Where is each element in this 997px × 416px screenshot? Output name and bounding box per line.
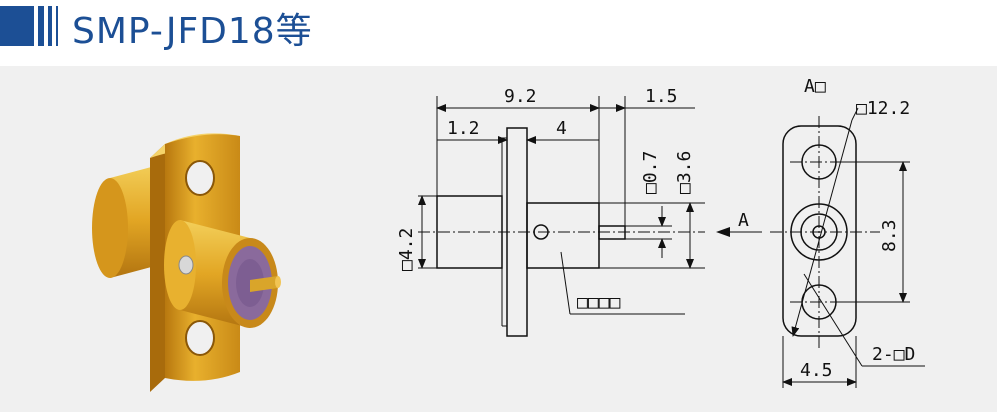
flange-view: A□ □12.2 8.3 4 <box>770 76 925 388</box>
dim-flange-height: 8.3 <box>879 219 900 252</box>
header: SMP-JFD18等 <box>0 0 997 62</box>
title-bar-block <box>0 6 34 46</box>
dim-front-dia: □4.2 <box>396 228 417 271</box>
dim-total-length: 9.2 <box>504 86 537 107</box>
drawing-panel: 9.2 1.5 1.2 4 □0.7 □3.6 <box>0 66 997 412</box>
dim-flange-width: 4.5 <box>800 360 833 381</box>
dim-front-length: 1.2 <box>447 118 480 139</box>
view-arrow-label: A <box>738 210 749 231</box>
callout-label: □□□□ <box>577 292 621 313</box>
dim-tail-length: 1.5 <box>645 86 678 107</box>
title-bar-stripe <box>48 6 52 46</box>
side-view: 9.2 1.5 1.2 4 □0.7 □3.6 <box>396 86 705 337</box>
dim-rear-dia: □3.6 <box>674 151 695 194</box>
dim-pin-dia: □0.7 <box>640 151 661 194</box>
view-arrow: A <box>716 210 762 237</box>
dim-holes: 2-□D <box>872 344 915 365</box>
page-title: SMP-JFD18等 <box>72 11 313 52</box>
title-bar-stripe <box>56 6 58 46</box>
dim-rear-length: 4 <box>556 118 567 139</box>
dim-hole-spacing: □12.2 <box>856 98 910 119</box>
title-bar-stripe <box>38 6 44 46</box>
connector-illustration <box>92 133 281 392</box>
technical-drawing: 9.2 1.5 1.2 4 □0.7 □3.6 <box>92 76 925 392</box>
view-label: A□ <box>804 76 826 97</box>
